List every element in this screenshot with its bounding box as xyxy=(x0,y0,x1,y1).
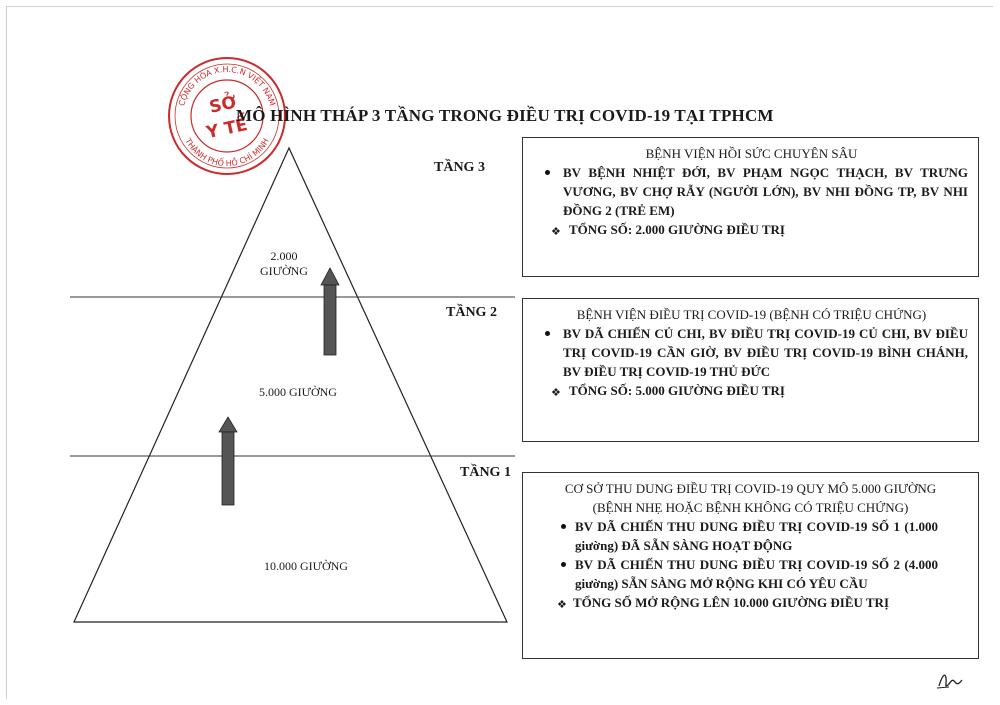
tier1-facility-2: BV DÃ CHIẾN THU DUNG ĐIỀU TRỊ COVID-19 S… xyxy=(575,557,938,591)
list-item: BV DÃ CHIẾN CỦ CHI, BV ĐIỀU TRỊ COVID-19… xyxy=(535,324,968,381)
tier2-total: ❖ TỔNG SỐ: 5.000 GIƯỜNG ĐIỀU TRỊ xyxy=(535,381,968,400)
diamond-bullet-icon: ❖ xyxy=(557,599,567,611)
handwritten-initial xyxy=(936,674,963,689)
bullet-dot xyxy=(561,524,566,529)
tier3-beds-unit: GIƯỜNG xyxy=(260,264,308,278)
tier1-label: TẦNG 1 xyxy=(460,465,511,480)
tier1-facility-1: BV DÃ CHIẾN THU DUNG ĐIỀU TRỊ COVID-19 S… xyxy=(575,519,938,553)
arrow-upper xyxy=(320,267,340,356)
tier1-total-text: TỔNG SỐ MỞ RỘNG LÊN 10.000 GIƯỜNG ĐIỀU T… xyxy=(573,595,890,610)
tier3-beds-number: 2.000 xyxy=(270,249,298,263)
diamond-bullet-icon: ❖ xyxy=(551,226,561,238)
tier2-label: TẦNG 2 xyxy=(446,305,497,320)
list-item: BV DÃ CHIẾN THU DUNG ĐIỀU TRỊ COVID-19 S… xyxy=(551,517,938,555)
tier1-info-box: CƠ SỞ THU DUNG ĐIỀU TRỊ COVID-19 QUY MÔ … xyxy=(522,472,979,659)
tier2-beds-label: 5.000 GIƯỜNG xyxy=(259,385,337,399)
tier1-total: ❖ TỔNG SỐ MỞ RỘNG LÊN 10.000 GIƯỜNG ĐIỀU… xyxy=(555,593,938,612)
tier2-info-box: BỆNH VIỆN ĐIỀU TRỊ COVID-19 (BỆNH CÓ TRI… xyxy=(522,298,979,442)
bullet-dot xyxy=(545,331,550,336)
tier3-total: ❖ TỔNG SỐ: 2.000 GIƯỜNG ĐIỀU TRỊ xyxy=(535,220,968,239)
bullet-dot xyxy=(561,562,566,567)
tier2-total-text: TỔNG SỐ: 5.000 GIƯỜNG ĐIỀU TRỊ xyxy=(569,383,785,398)
tier3-heading: BỆNH VIỆN HỒI SỨC CHUYÊN SÂU xyxy=(645,146,858,161)
list-item: BV BỆNH NHIỆT ĐỚI, BV PHẠM NGỌC THẠCH, B… xyxy=(535,163,968,220)
tier3-info-box: BỆNH VIỆN HỒI SỨC CHUYÊN SÂU BV BỆNH NHI… xyxy=(522,137,979,277)
svg-text:SỞ: SỞ xyxy=(207,89,239,118)
official-seal: CỘNG HÒA X.H.C.N VIỆT NAM THÀNH PHỐ HỒ C… xyxy=(168,57,286,175)
tier1-heading: CƠ SỞ THU DUNG ĐIỀU TRỊ COVID-19 QUY MÔ … xyxy=(564,481,937,515)
arrow-lower xyxy=(218,416,238,506)
diamond-bullet-icon: ❖ xyxy=(551,387,561,399)
page-title: MÔ HÌNH THÁP 3 TẦNG TRONG ĐIỀU TRỊ COVID… xyxy=(236,106,774,125)
tier1-beds-label: 10.000 GIƯỜNG xyxy=(264,559,348,573)
tier3-total-text: TỔNG SỐ: 2.000 GIƯỜNG ĐIỀU TRỊ xyxy=(569,222,785,237)
list-item: BV DÃ CHIẾN THU DUNG ĐIỀU TRỊ COVID-19 S… xyxy=(551,555,938,593)
tier3-label: TẦNG 3 xyxy=(434,160,485,175)
pyramid-triangle xyxy=(73,146,508,623)
tier2-hospital-list: BV DÃ CHIẾN CỦ CHI, BV ĐIỀU TRỊ COVID-19… xyxy=(563,326,968,379)
tier3-beds-label: 2.000 GIƯỜNG xyxy=(260,249,308,279)
tier3-hospital-list: BV BỆNH NHIỆT ĐỚI, BV PHẠM NGỌC THẠCH, B… xyxy=(563,165,968,218)
page-frame xyxy=(6,6,993,699)
tier2-heading: BỆNH VIỆN ĐIỀU TRỊ COVID-19 (BỆNH CÓ TRI… xyxy=(576,307,927,322)
bullet-dot xyxy=(545,170,550,175)
